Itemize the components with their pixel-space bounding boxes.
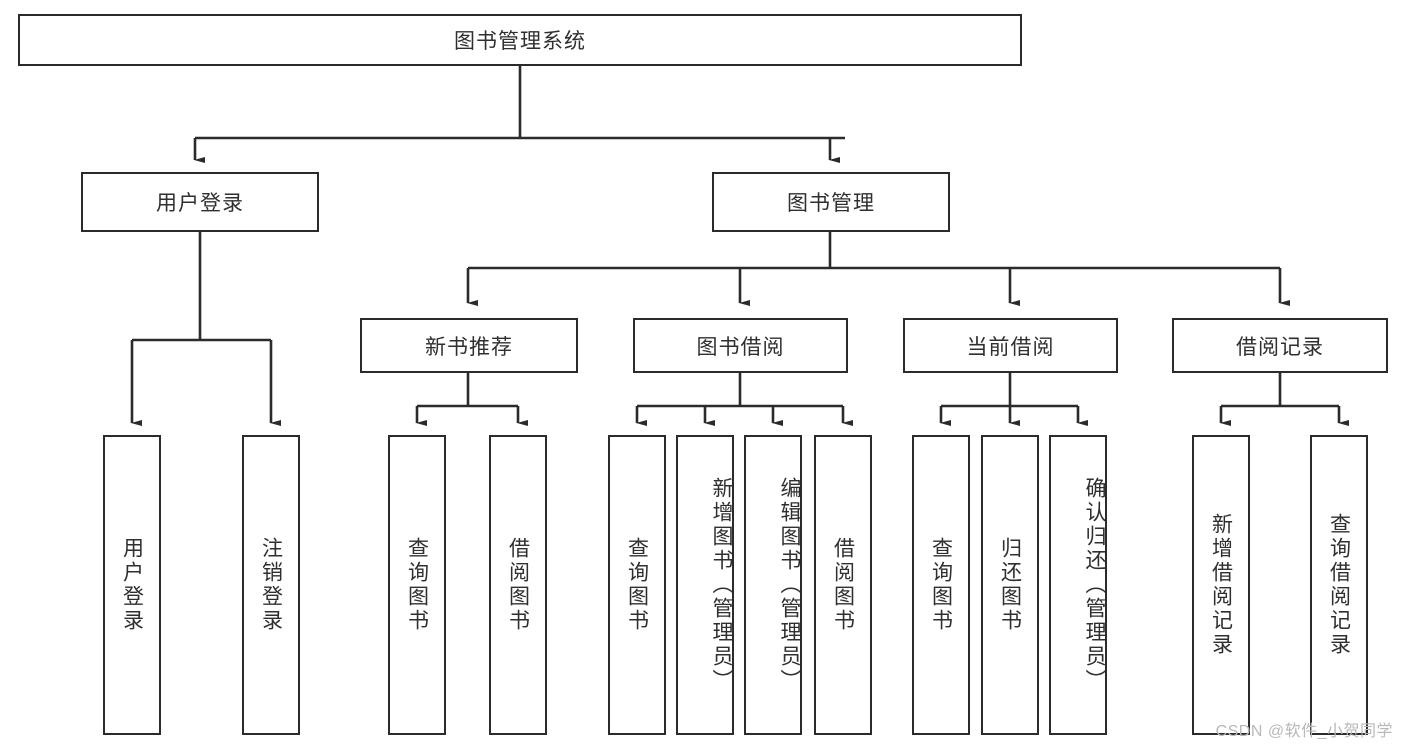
node-new-book-recommend-label: 新书推荐 xyxy=(425,335,513,359)
leaf-query-borrow-record-label: 查询借阅记录 xyxy=(1327,513,1351,657)
node-root-label: 图书管理系统 xyxy=(454,30,586,53)
leaf-return-book-label: 归还图书 xyxy=(998,537,1022,633)
leaf-add-borrow-record-label: 新增借阅记录 xyxy=(1209,513,1233,657)
leaf-logout[interactable]: 注销登录 xyxy=(242,435,300,735)
node-book-borrow[interactable]: 图书借阅 xyxy=(633,318,848,373)
leaf-query-borrow-record[interactable]: 查询借阅记录 xyxy=(1310,435,1368,735)
leaf-return-book[interactable]: 归还图书 xyxy=(981,435,1039,735)
leaf-query-book-borrow-label: 查询图书 xyxy=(625,537,649,633)
node-new-book-recommend[interactable]: 新书推荐 xyxy=(360,318,578,373)
node-borrow-record-label: 借阅记录 xyxy=(1236,335,1324,359)
leaf-confirm-return-admin-label: 确认归还（管理员） xyxy=(1083,477,1106,693)
leaf-borrow-book-recommend[interactable]: 借阅图书 xyxy=(489,435,547,735)
node-current-borrow-label: 当前借阅 xyxy=(966,335,1055,359)
node-user-login-label: 用户登录 xyxy=(156,192,244,215)
node-book-management[interactable]: 图书管理 xyxy=(712,172,950,232)
leaf-add-book-admin-label: 新增图书（管理员） xyxy=(710,477,733,693)
leaf-confirm-return-admin[interactable]: 确认归还（管理员） xyxy=(1049,435,1107,735)
leaf-query-book-recommend[interactable]: 查询图书 xyxy=(388,435,446,735)
node-user-login[interactable]: 用户登录 xyxy=(81,172,319,232)
leaf-edit-book-admin[interactable]: 编辑图书（管理员） xyxy=(744,435,802,735)
leaf-query-book-recommend-label: 查询图书 xyxy=(405,537,429,633)
node-borrow-record[interactable]: 借阅记录 xyxy=(1172,318,1388,373)
leaf-add-borrow-record[interactable]: 新增借阅记录 xyxy=(1192,435,1250,735)
node-book-management-label: 图书管理 xyxy=(787,192,875,215)
leaf-logout-label: 注销登录 xyxy=(259,537,283,633)
leaf-user-login-label: 用户登录 xyxy=(120,537,144,633)
leaf-borrow-book-recommend-label: 借阅图书 xyxy=(506,537,530,633)
leaf-query-book-borrow[interactable]: 查询图书 xyxy=(608,435,666,735)
leaf-add-book-admin[interactable]: 新增图书（管理员） xyxy=(676,435,734,735)
node-book-borrow-label: 图书借阅 xyxy=(696,335,785,359)
leaf-query-book-current[interactable]: 查询图书 xyxy=(912,435,970,735)
node-root[interactable]: 图书管理系统 xyxy=(18,14,1022,66)
leaf-edit-book-admin-label: 编辑图书（管理员） xyxy=(778,477,801,693)
csdn-watermark: CSDN @软件_小贺同学 xyxy=(1215,723,1393,740)
leaf-user-login[interactable]: 用户登录 xyxy=(103,435,161,735)
leaf-query-book-current-label: 查询图书 xyxy=(929,537,953,633)
node-current-borrow[interactable]: 当前借阅 xyxy=(903,318,1118,373)
leaf-borrow-book-label: 借阅图书 xyxy=(831,537,855,633)
leaf-borrow-book[interactable]: 借阅图书 xyxy=(814,435,872,735)
